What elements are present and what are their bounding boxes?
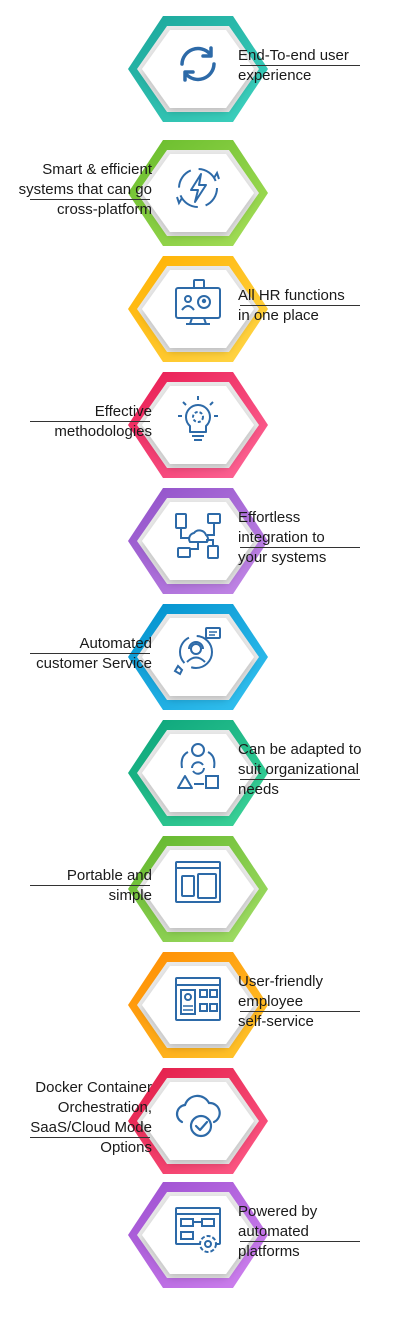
connector-line [240, 779, 360, 780]
feature-label-line: employee [238, 993, 304, 1010]
hexagon-badge [123, 368, 273, 488]
feature-item: Can be adapted to suit organizational need… [0, 716, 400, 836]
feature-label-line: methodologies [54, 423, 152, 440]
lightbulb-gear-icon [168, 390, 228, 450]
connector-line [30, 199, 150, 200]
feature-item: Effective methodologies [0, 368, 400, 488]
feature-label-line: Powered by [238, 1203, 318, 1220]
feature-label-line: systems that can go [18, 181, 152, 198]
feature-label: Powered by automated platforms [238, 1202, 388, 1262]
feature-item: Smart & efficient systems that can go cros… [0, 136, 400, 256]
feature-label: Automated customer Service [2, 634, 152, 674]
connector-line [240, 305, 360, 306]
feature-label-line: Automated [79, 635, 152, 652]
devices-icon [168, 854, 228, 914]
connector-line [240, 1241, 360, 1242]
feature-label-line: simple [108, 887, 152, 904]
feature-label-line: End-To-end user [238, 47, 349, 64]
feature-item: All HR functions in one place [0, 252, 400, 372]
feature-label-line: cross-platform [56, 201, 152, 218]
feature-label: Effective methodologies [2, 402, 152, 442]
feature-label-line: platforms [238, 1243, 300, 1260]
network-cloud-icon [168, 506, 228, 566]
feature-label-line: SaaS/Cloud Mode [30, 1119, 152, 1136]
feature-item: Effortless integration to your systems [0, 484, 400, 604]
hexagon-badge [123, 1178, 273, 1298]
hexagon-badge [123, 832, 273, 952]
feature-item: Powered by automated platforms [0, 1178, 400, 1298]
connector-line [240, 547, 360, 548]
lightning-cycle-icon [168, 158, 228, 218]
feature-label: Can be adapted to suit organizational need… [238, 740, 388, 800]
hexagon-badge [123, 716, 273, 836]
feature-label-line: in one place [238, 307, 319, 324]
hexagon-badge [123, 12, 273, 132]
feature-label-line: your systems [238, 549, 327, 566]
feature-label-line: Smart & efficient [42, 161, 152, 178]
feature-label-line: integration to [238, 529, 325, 546]
shapes-cycle-icon [168, 738, 228, 798]
feature-label: Smart & efficient systems that can go cros… [2, 160, 152, 220]
feature-label-line: Effective [94, 403, 152, 420]
hexagon-badge [123, 948, 273, 1068]
feature-item: Automated customer Service [0, 600, 400, 720]
feature-label-line: Portable and [66, 867, 152, 884]
feature-label-line: Effortless [238, 509, 301, 526]
headset-agent-icon [168, 622, 228, 682]
feature-label: User-friendly employee self-service [238, 972, 388, 1032]
feature-item: Portable and simple [0, 832, 400, 952]
feature-label-line: experience [238, 67, 312, 84]
connector-line [30, 885, 150, 886]
feature-label: Effortless integration to your systems [238, 508, 388, 568]
feature-label-line: User-friendly [238, 973, 324, 990]
cloud-check-icon [168, 1086, 228, 1146]
sync-icon [168, 34, 228, 94]
feature-label-line: customer Service [36, 655, 152, 672]
feature-label-line: self-service [238, 1013, 314, 1030]
feature-label: End-To-end user experience [238, 46, 388, 86]
hexagon-badge [123, 484, 273, 604]
feature-label-line: needs [238, 781, 279, 798]
hexagon-badge [123, 252, 273, 372]
connector-line [240, 65, 360, 66]
feature-label-line: Orchestration, [57, 1099, 152, 1116]
feature-label-line: suit organizational [238, 761, 359, 778]
feature-label: Portable and simple [2, 866, 152, 906]
hexagon-badge [123, 136, 273, 256]
feature-label-line: All HR functions [238, 287, 345, 304]
hexagon-badge [123, 600, 273, 720]
feature-item: User-friendly employee self-service [0, 948, 400, 1068]
feature-label-line: Can be adapted to [238, 741, 362, 758]
feature-label-line: automated [238, 1223, 309, 1240]
connector-line [240, 1011, 360, 1012]
connector-line [30, 653, 150, 654]
connector-line [30, 421, 150, 422]
dashboard-profile-icon [168, 970, 228, 1030]
feature-label-line: Docker Container [35, 1079, 152, 1096]
feature-label-line: Options [100, 1139, 152, 1156]
connector-line [30, 1137, 150, 1138]
feature-item: End-To-end user experience [0, 12, 400, 132]
video-call-icon [168, 274, 228, 334]
feature-label: All HR functions in one place [238, 286, 388, 326]
hexagon-badge [123, 1064, 273, 1184]
workflow-gear-icon [168, 1200, 228, 1260]
